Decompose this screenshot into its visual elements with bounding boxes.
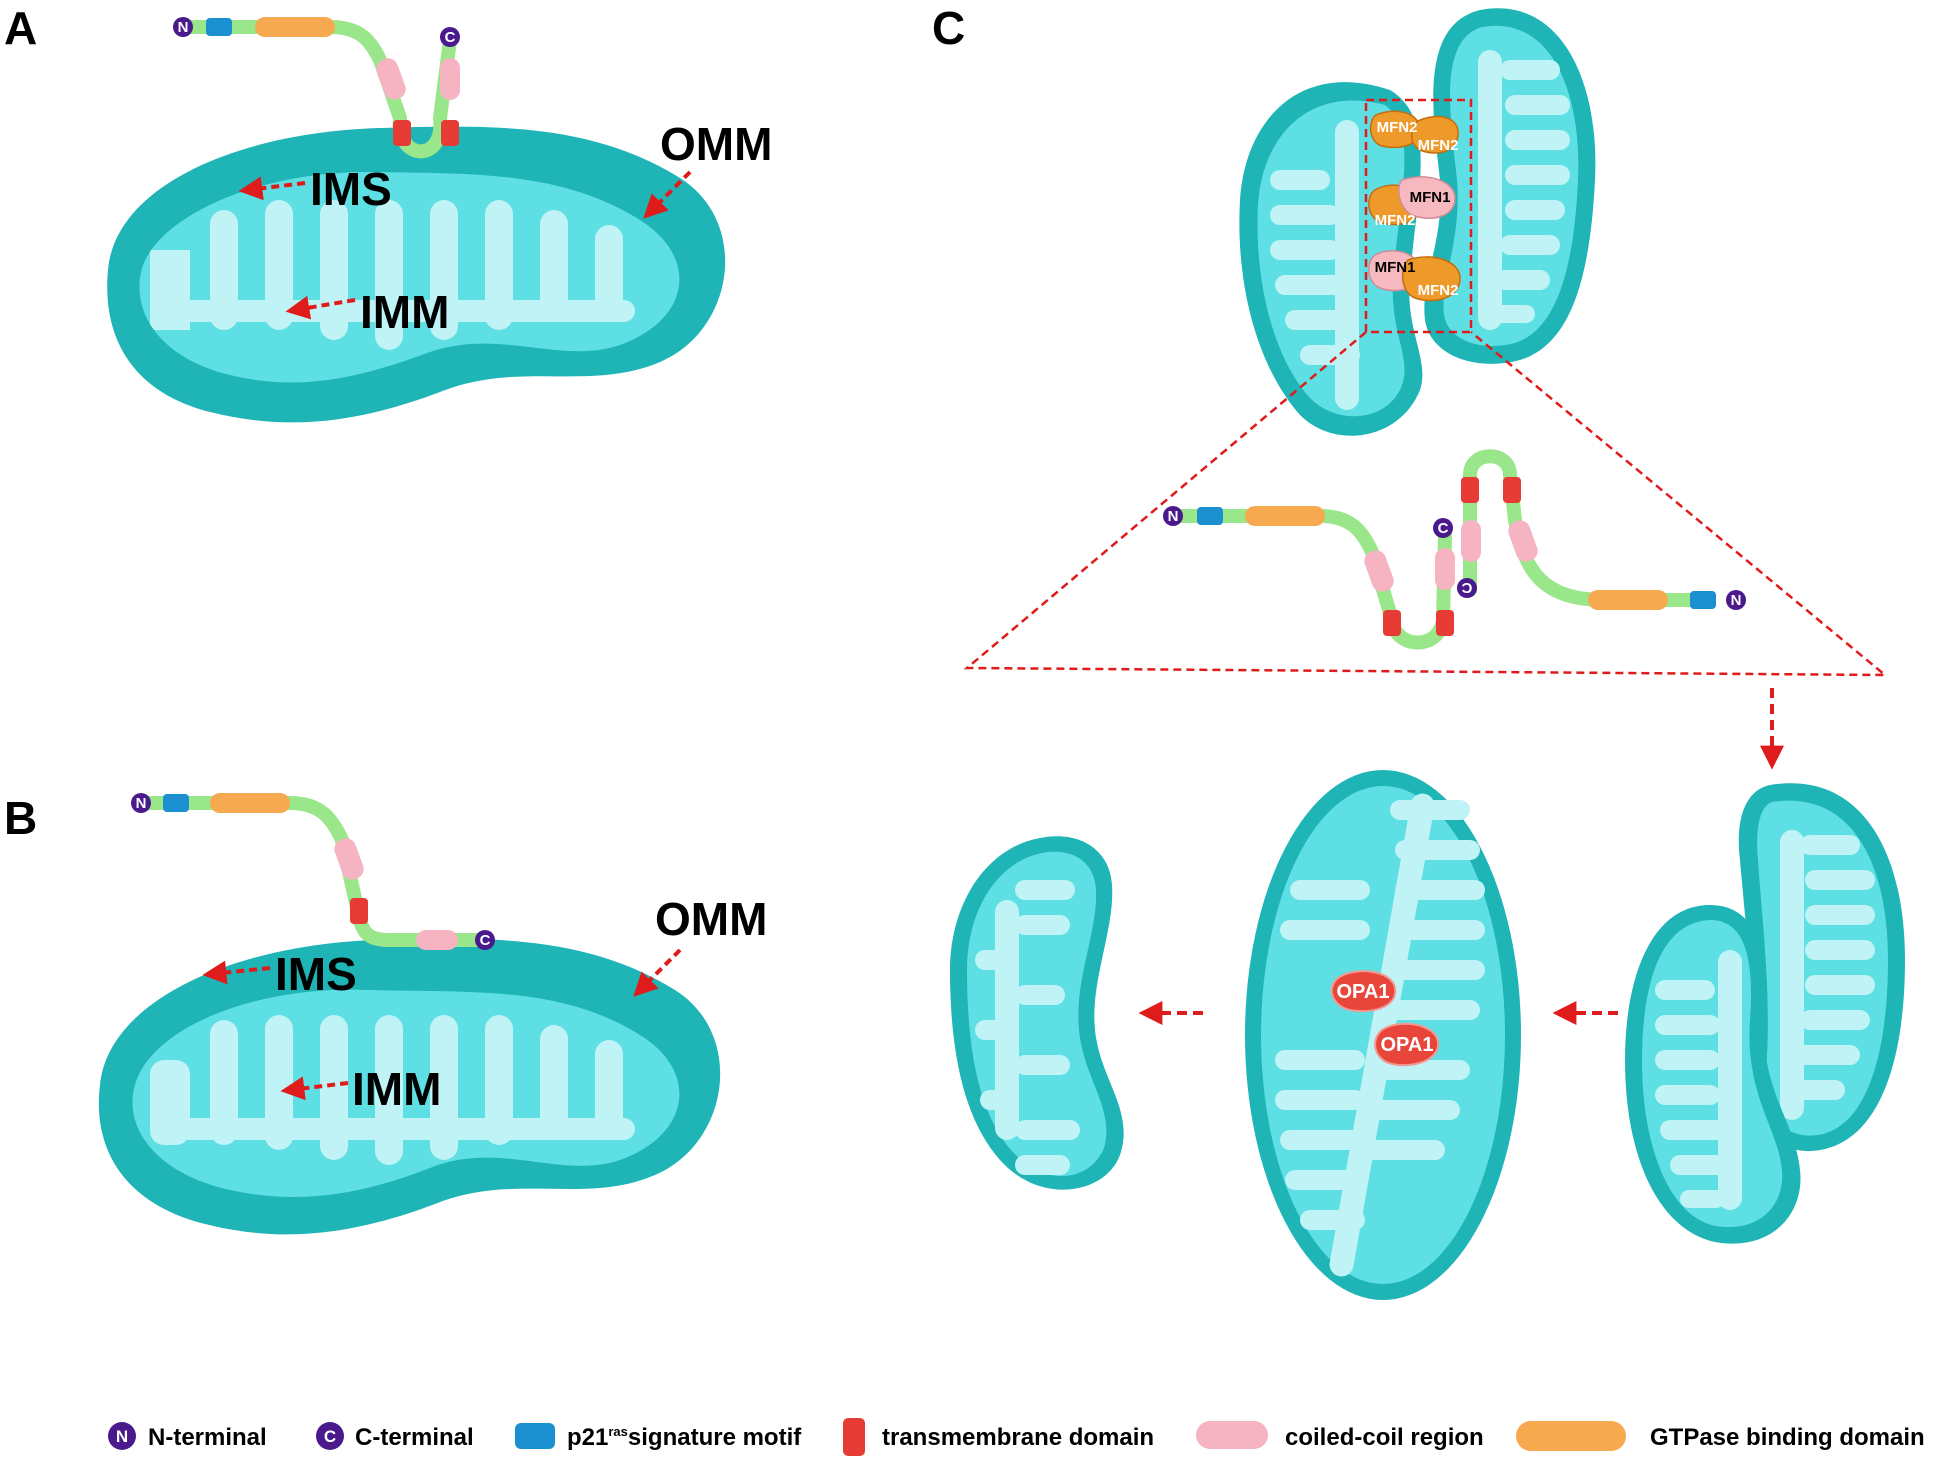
linker-b <box>141 796 487 947</box>
omm-arrow-a <box>643 170 692 219</box>
p21-motif-icon <box>515 1423 555 1449</box>
trans-dimer-protein: N C C N <box>1163 449 1746 650</box>
p21-motif-a <box>206 18 232 36</box>
legend-coiled-coil: coiled-coil region <box>1285 1424 1484 1451</box>
coiled-coil-a2 <box>440 58 460 100</box>
imm-arrow-a <box>285 295 356 320</box>
opa1-protein-1 <box>1330 970 1397 1013</box>
linker-a <box>183 20 457 125</box>
legend-gtpase: GTPase binding domain <box>1650 1424 1925 1451</box>
transmembrane-b <box>350 898 368 924</box>
legend-c-letter: C <box>324 1427 336 1446</box>
c-terminal-icon-a <box>440 27 460 47</box>
gtpase-domain-a <box>255 17 335 37</box>
fused-mitochondrion: OPA1 OPA1 <box>1245 770 1521 1300</box>
c-terminal-letter-a: C <box>445 29 456 46</box>
n-terminal-letter-zoom-2: N <box>1731 592 1742 609</box>
imm-label-a: IMM <box>360 286 449 338</box>
panel-b-letter: B <box>4 792 37 844</box>
omm-label-a: OMM <box>660 118 772 170</box>
legend-transmembrane: transmembrane domain <box>882 1424 1154 1451</box>
imm-arrow-b <box>280 1076 349 1101</box>
opa1-label-1: OPA1 <box>1337 981 1390 1003</box>
c-terminal-icon-b <box>475 930 495 950</box>
legend-n-letter: N <box>116 1427 128 1446</box>
mfn2-mfn2-dimer: MFN2 MFN2 <box>1369 110 1459 154</box>
n-terminal-icon-b <box>131 793 151 813</box>
small-mitochondrion <box>950 836 1124 1190</box>
omm-label-b: OMM <box>655 893 767 945</box>
mfn1-label-3: MFN1 <box>1375 259 1416 276</box>
panel-c-letter: C <box>932 2 965 54</box>
legend-item-transmembrane: transmembrane domain <box>843 1418 1154 1456</box>
opa1-protein-2 <box>1374 1022 1440 1067</box>
transmembrane-a1 <box>393 120 411 146</box>
gtpase-domain-b <box>210 793 290 813</box>
cristae-b <box>150 1015 635 1165</box>
n-terminal-icon-a <box>173 17 193 37</box>
legend-item-gtpase: GTPase binding domain <box>1516 1421 1925 1451</box>
p21-motif-b <box>163 794 189 812</box>
c-terminal-icon <box>316 1422 344 1450</box>
mfn1-mfn2-dimer-2: MFN1 MFN2 <box>1368 250 1461 302</box>
coiled-coil-b1 <box>334 838 364 880</box>
mitofusin-protein-a: N C <box>173 17 460 159</box>
omm-arrow-b <box>633 948 682 997</box>
gtpase-domain-icon <box>1516 1421 1626 1451</box>
legend-c-terminal: C-terminal <box>355 1424 474 1451</box>
ims-label-b: IMS <box>275 948 357 1000</box>
ims-arrow-a <box>238 176 306 201</box>
mfn2-label-1b: MFN2 <box>1418 137 1459 154</box>
c-terminal-letter-zoom-2: C <box>1461 579 1472 596</box>
mfn2-label-3: MFN2 <box>1418 282 1459 299</box>
legend-item-c-terminal: C C-terminal <box>316 1422 474 1451</box>
transmembrane-icon <box>843 1418 865 1456</box>
legend-item-coiled-coil: coiled-coil region <box>1196 1421 1484 1451</box>
c-terminal-letter-zoom-1: C <box>1438 520 1449 537</box>
ims-label-a: IMS <box>310 163 392 215</box>
coiled-coil-b2 <box>416 930 458 950</box>
docking-box <box>1364 98 1473 334</box>
legend: N N-terminal C C-terminal p21rassignatur… <box>108 1418 1925 1456</box>
legend-p21: p21rassignature motif <box>567 1424 802 1451</box>
transmembrane-a2 <box>441 120 459 146</box>
legend-item-n-terminal: N N-terminal <box>108 1422 267 1451</box>
c-terminal-letter-b: C <box>480 932 491 949</box>
panel-a-letter: A <box>4 2 37 54</box>
n-terminal-letter-a: N <box>178 19 189 36</box>
mitofusin-protein-b: N C <box>131 793 495 950</box>
mfn2-label-1a: MFN2 <box>1377 119 1418 136</box>
n-terminal-letter-zoom-1: N <box>1168 508 1179 525</box>
mitochondrion-b <box>98 938 721 1235</box>
coiled-coil-a1 <box>376 58 406 100</box>
coiled-coil-icon <box>1196 1421 1268 1449</box>
zoom-triangle <box>963 331 1889 677</box>
mfn1-label-2: MFN1 <box>1410 189 1451 206</box>
opa1-label-2: OPA1 <box>1381 1034 1434 1056</box>
mitochondrion-a <box>107 126 726 423</box>
n-terminal-letter-b: N <box>136 795 147 812</box>
mfn2-label-2: MFN2 <box>1375 212 1416 229</box>
n-terminal-icon <box>108 1422 136 1450</box>
imm-label-b: IMM <box>352 1063 441 1115</box>
ims-arrow-b <box>202 960 271 985</box>
docking-mitochondria <box>1239 8 1596 436</box>
fusing-mitochondria <box>1625 783 1905 1244</box>
legend-n-terminal: N-terminal <box>148 1424 267 1451</box>
legend-item-p21: p21rassignature motif <box>515 1423 802 1451</box>
mfn1-mfn2-dimer: MFN1 MFN2 <box>1368 176 1456 229</box>
